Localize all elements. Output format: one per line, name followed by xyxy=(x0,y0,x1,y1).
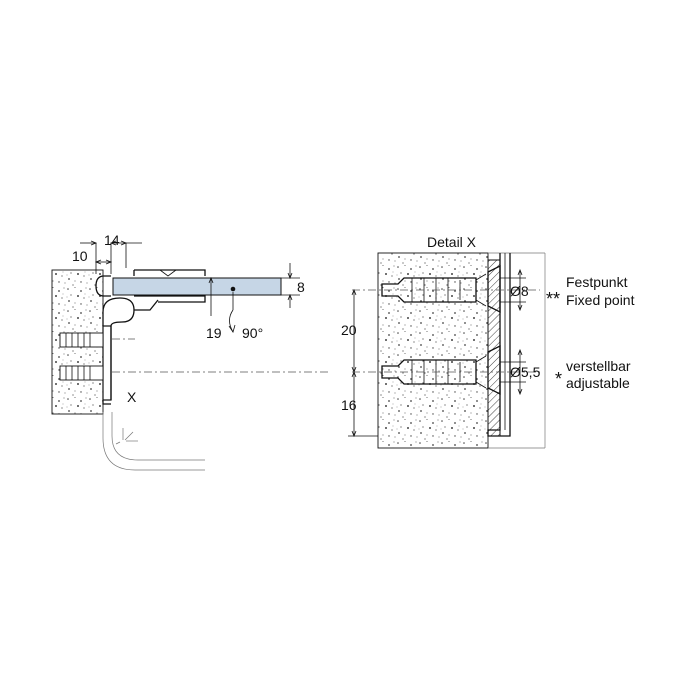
dim-16-label: 16 xyxy=(341,397,357,413)
floor-outline xyxy=(102,412,205,471)
main-view: 10 14 8 19 90° X xyxy=(51,232,330,471)
wall-anchor-lower xyxy=(59,365,104,381)
pivot-point xyxy=(230,286,236,292)
fixed-point-de: Festpunkt xyxy=(566,274,628,290)
hinge-body xyxy=(95,275,111,297)
dia-5-5-label: Ø5,5 xyxy=(510,364,541,380)
adjustable-de: verstellbar xyxy=(566,358,631,374)
detail-title: Detail X xyxy=(427,234,477,250)
glass-panel xyxy=(112,277,282,296)
detail-wall xyxy=(377,252,489,449)
screw-head-upper xyxy=(487,264,501,314)
adjustable-en: adjustable xyxy=(566,375,630,391)
top-clamp xyxy=(133,269,206,276)
dim-8-label: 8 xyxy=(297,279,305,295)
fixed-point-en: Fixed point xyxy=(566,292,635,308)
wall-anchor-upper xyxy=(59,332,104,348)
bottom-clamp xyxy=(134,295,206,303)
hinge-knuckle xyxy=(102,297,135,327)
fixed-point-mark: ** xyxy=(546,289,560,309)
wall-plate xyxy=(102,325,112,401)
light-icon xyxy=(115,428,138,445)
detail-plate xyxy=(487,259,501,437)
detail-x-view: Detail X xyxy=(341,234,635,449)
screw-head-lower xyxy=(487,344,501,396)
view-x-label: X xyxy=(127,389,137,405)
adjustable-mark: * xyxy=(555,369,562,389)
dim-14-label: 14 xyxy=(104,232,120,248)
dia-8-label: Ø8 xyxy=(510,283,529,299)
angle-90-label: 90° xyxy=(242,325,263,341)
dim-20-label: 20 xyxy=(341,322,357,338)
dim-19-label: 19 xyxy=(206,325,222,341)
detail-profile xyxy=(487,253,511,437)
dim-10-label: 10 xyxy=(72,248,88,264)
